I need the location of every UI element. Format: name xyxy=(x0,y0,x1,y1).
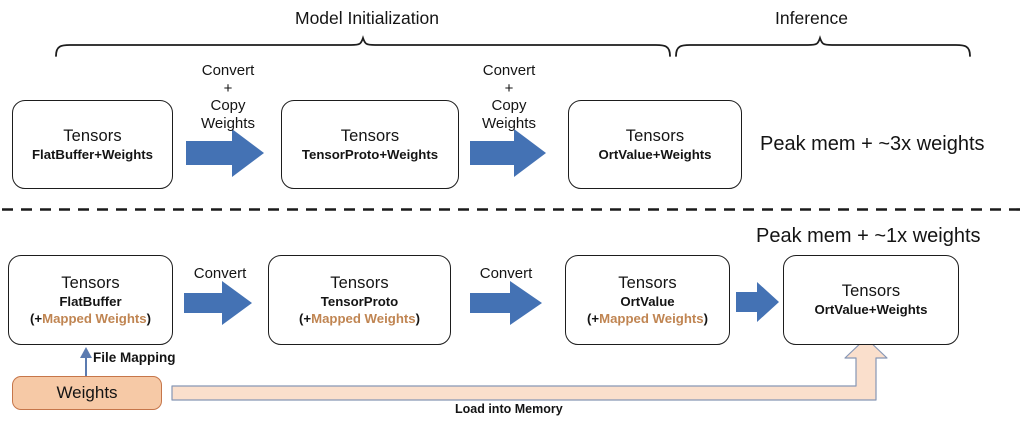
phase-label-model-initialization: Model Initialization xyxy=(295,8,439,28)
peak-memory-top: Peak mem + ~3x weights xyxy=(760,133,985,155)
node-subtitle: TensorProto+Weights xyxy=(301,146,439,162)
arrow-convert-4 xyxy=(470,281,542,325)
mapped-open: (+ xyxy=(29,310,43,326)
node-mapped-weights: (+Mapped Weights) xyxy=(30,311,151,326)
node-title: Tensors xyxy=(330,274,389,293)
node-title: Tensors xyxy=(61,274,120,293)
arrow-label-line-3: Copy xyxy=(491,97,527,115)
node-ortvalue-weights-bottom[interactable]: Tensors OrtValue+Weights xyxy=(783,255,959,345)
node-title: Tensors xyxy=(625,126,685,145)
arrow-label-line-1: Convert xyxy=(482,62,536,79)
arrow-label-line-3: Copy xyxy=(210,97,246,115)
peak-memory-bottom: Peak mem + ~1x weights xyxy=(756,225,981,247)
arrow-file-mapping xyxy=(80,347,92,378)
arrow-label-line-2: + xyxy=(504,79,514,97)
node-mapped-weights: (+Mapped Weights) xyxy=(299,311,420,326)
node-subtitle: FlatBuffer+Weights xyxy=(31,146,154,162)
node-flatbuffer-mapped[interactable]: Tensors FlatBuffer (+Mapped Weights) xyxy=(8,255,173,345)
node-title: Tensors xyxy=(841,282,901,301)
arrow-label-convert-copy-2: Convert + Copy Weights xyxy=(472,62,546,133)
mapped-highlight: Mapped Weights xyxy=(42,310,147,326)
arrow-convert-copy-1 xyxy=(186,129,264,177)
mapped-highlight: Mapped Weights xyxy=(599,310,704,326)
brace-model-initialization xyxy=(55,35,671,57)
node-subtitle: OrtValue+Weights xyxy=(814,302,928,318)
node-tensorproto-mapped[interactable]: Tensors TensorProto (+Mapped Weights) xyxy=(268,255,451,345)
arrow-convert-3 xyxy=(184,281,252,325)
label-load-into-memory: Load into Memory xyxy=(455,402,563,416)
mapped-close: ) xyxy=(415,310,421,326)
arrow-convert-copy-2 xyxy=(470,129,546,177)
phase-label-inference: Inference xyxy=(775,8,848,28)
mapped-close: ) xyxy=(146,310,152,326)
node-ortvalue-weights-top[interactable]: Tensors OrtValue+Weights xyxy=(568,100,742,189)
node-weights-file[interactable]: Weights xyxy=(12,376,162,410)
mapped-open: (+ xyxy=(586,310,600,326)
label-file-mapping: File Mapping xyxy=(93,350,176,365)
mapped-open: (+ xyxy=(298,310,312,326)
node-mapped-weights: (+Mapped Weights) xyxy=(587,311,708,326)
arrow-label-line-1: Convert xyxy=(201,62,255,79)
node-subtitle: TensorProto xyxy=(320,294,399,310)
arrow-label-line-4: Weights xyxy=(482,115,536,133)
brace-inference xyxy=(675,35,971,57)
node-subtitle: FlatBuffer xyxy=(59,294,122,310)
node-tensorproto-weights[interactable]: Tensors TensorProto+Weights xyxy=(281,100,459,189)
node-title: Tensors xyxy=(618,274,677,293)
node-subtitle: OrtValue+Weights xyxy=(598,146,712,162)
arrow-label-convert-copy-1: Convert + Copy Weights xyxy=(191,62,265,133)
node-title: Tensors xyxy=(63,126,122,145)
arrow-label-line-2: + xyxy=(223,79,233,97)
weights-label: Weights xyxy=(56,383,118,402)
node-ortvalue-mapped[interactable]: Tensors OrtValue (+Mapped Weights) xyxy=(565,255,730,345)
arrow-load-into-memory xyxy=(171,337,888,401)
arrow-label-line-4: Weights xyxy=(201,115,255,133)
mapped-highlight: Mapped Weights xyxy=(311,310,416,326)
arrow-label-convert-4: Convert xyxy=(479,265,533,282)
node-subtitle: OrtValue xyxy=(620,294,675,310)
node-title: Tensors xyxy=(340,126,400,145)
arrow-label-convert-3: Convert xyxy=(193,265,247,282)
arrow-to-final-box xyxy=(736,282,779,322)
mapped-close: ) xyxy=(703,310,709,326)
node-flatbuffer-weights[interactable]: Tensors FlatBuffer+Weights xyxy=(12,100,173,189)
